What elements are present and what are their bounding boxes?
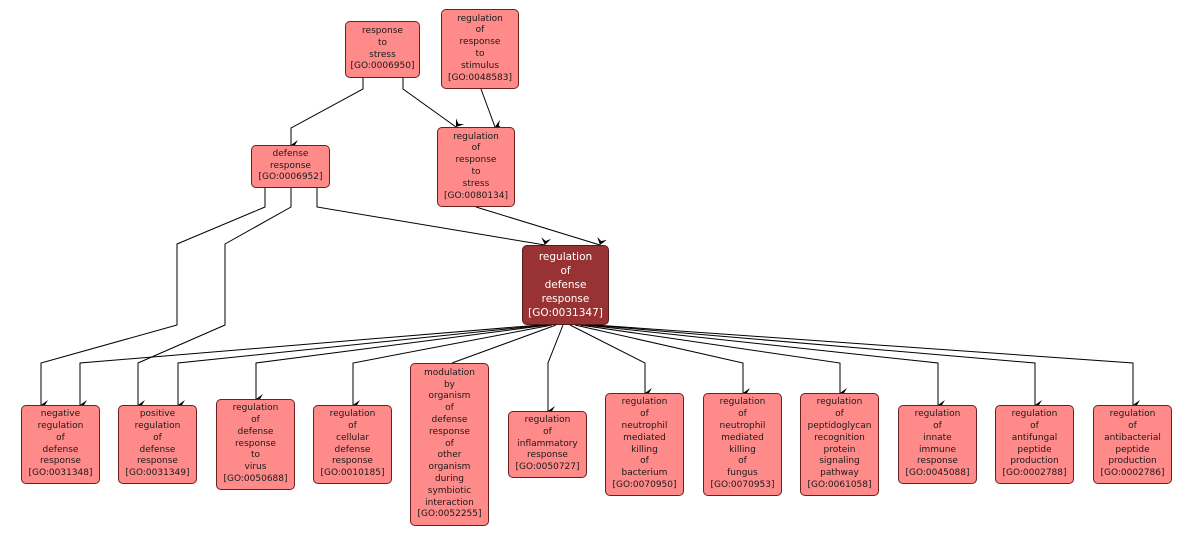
node-label: regulation of response to stimulus [GO:0… [447, 13, 513, 83]
edge-GO0031347-to-GO0070953 [574, 324, 750, 398]
node-label: regulation of cellular defense response … [320, 409, 385, 479]
node-label: regulation of antibacterial peptide prod… [1100, 409, 1165, 479]
edge-GO0006950-to-GO0006952 [290, 78, 364, 150]
node-label: positive regulation of defense response … [125, 409, 190, 479]
go-term-node-go0031349[interactable]: positive regulation of defense response … [118, 405, 197, 484]
go-term-node-go0031348[interactable]: negative regulation of defense response … [21, 405, 100, 484]
edge-GO0031347-to-GO0052255 [449, 324, 557, 372]
go-term-node-go0006952[interactable]: defense response [GO:0006952] [251, 145, 330, 188]
go-term-node-go0002788[interactable]: regulation of antifungal peptide product… [995, 405, 1074, 484]
node-label: response to stress [GO:0006950] [350, 25, 415, 72]
edge-GO0048583-to-GO0080134 [480, 88, 504, 130]
edge-GO0006952-to-GO0031348 [40, 188, 266, 410]
edge-GO0006952-to-GO0031349 [137, 188, 292, 410]
go-term-node-go0061058[interactable]: regulation of peptidoglycan recognition … [800, 393, 879, 496]
go-term-node-go0048583[interactable]: regulation of response to stimulus [GO:0… [441, 9, 519, 89]
node-label: regulation of inflammatory response [GO:… [515, 415, 580, 473]
node-label: defense response [GO:0006952] [258, 148, 323, 183]
go-term-node-go0050688[interactable]: regulation of defense response to virus … [216, 399, 295, 490]
node-label: negative regulation of defense response … [28, 409, 93, 479]
go-term-node-go0070953[interactable]: regulation of neutrophil mediated killin… [703, 393, 782, 496]
go-term-node-go0002786[interactable]: regulation of antibacterial peptide prod… [1093, 405, 1172, 484]
edge-GO0006950-to-GO0080134 [402, 78, 465, 128]
go-term-node-go0080134[interactable]: regulation of response to stress [GO:008… [437, 127, 515, 207]
go-term-node-go0010185[interactable]: regulation of cellular defense response … [313, 405, 392, 484]
edge-GO0031347-to-GO0031348 [79, 324, 541, 410]
edge-GO0031347-to-GO0002786 [594, 324, 1140, 410]
edge-GO0031347-to-GO0045088 [584, 324, 945, 410]
node-label: regulation of antifungal peptide product… [1002, 409, 1067, 479]
edge-GO0031347-to-GO0050727 [547, 324, 564, 416]
go-term-node-go0006950[interactable]: response to stress [GO:0006950] [345, 21, 420, 78]
node-label: regulation of response to stress [GO:008… [443, 131, 509, 201]
node-label: regulation of innate immune response [GO… [905, 409, 970, 479]
edge-GO0031347-to-GO0070950 [569, 324, 652, 398]
go-term-node-go0050727[interactable]: regulation of inflammatory response [GO:… [508, 411, 587, 478]
edge-GO0031347-to-GO0002788 [589, 324, 1042, 410]
node-label: regulation of defense response [GO:00313… [528, 251, 603, 319]
node-label: regulation of neutrophil mediated killin… [710, 397, 775, 490]
edge-GO0031347-to-GO0050688 [255, 324, 549, 404]
edge-GO0031347-to-GO0031349 [177, 324, 546, 410]
edge-GO0006952-to-GO0031347 [316, 188, 552, 246]
node-label: modulation by organism of defense respon… [417, 367, 482, 520]
edge-GO0031347-to-GO0061058 [579, 324, 847, 398]
node-label: regulation of defense response to virus … [223, 403, 288, 484]
go-term-node-go0031347[interactable]: regulation of defense response [GO:00313… [522, 245, 609, 325]
edge-GO0031347-to-GO0010185 [352, 324, 553, 410]
node-label: regulation of neutrophil mediated killin… [612, 397, 677, 490]
go-term-node-go0052255[interactable]: modulation by organism of defense respon… [410, 363, 489, 526]
go-term-node-go0070950[interactable]: regulation of neutrophil mediated killin… [605, 393, 684, 496]
go-term-node-go0045088[interactable]: regulation of innate immune response [GO… [898, 405, 977, 484]
node-label: regulation of peptidoglycan recognition … [807, 397, 872, 490]
edge-GO0080134-to-GO0031347 [475, 206, 607, 246]
